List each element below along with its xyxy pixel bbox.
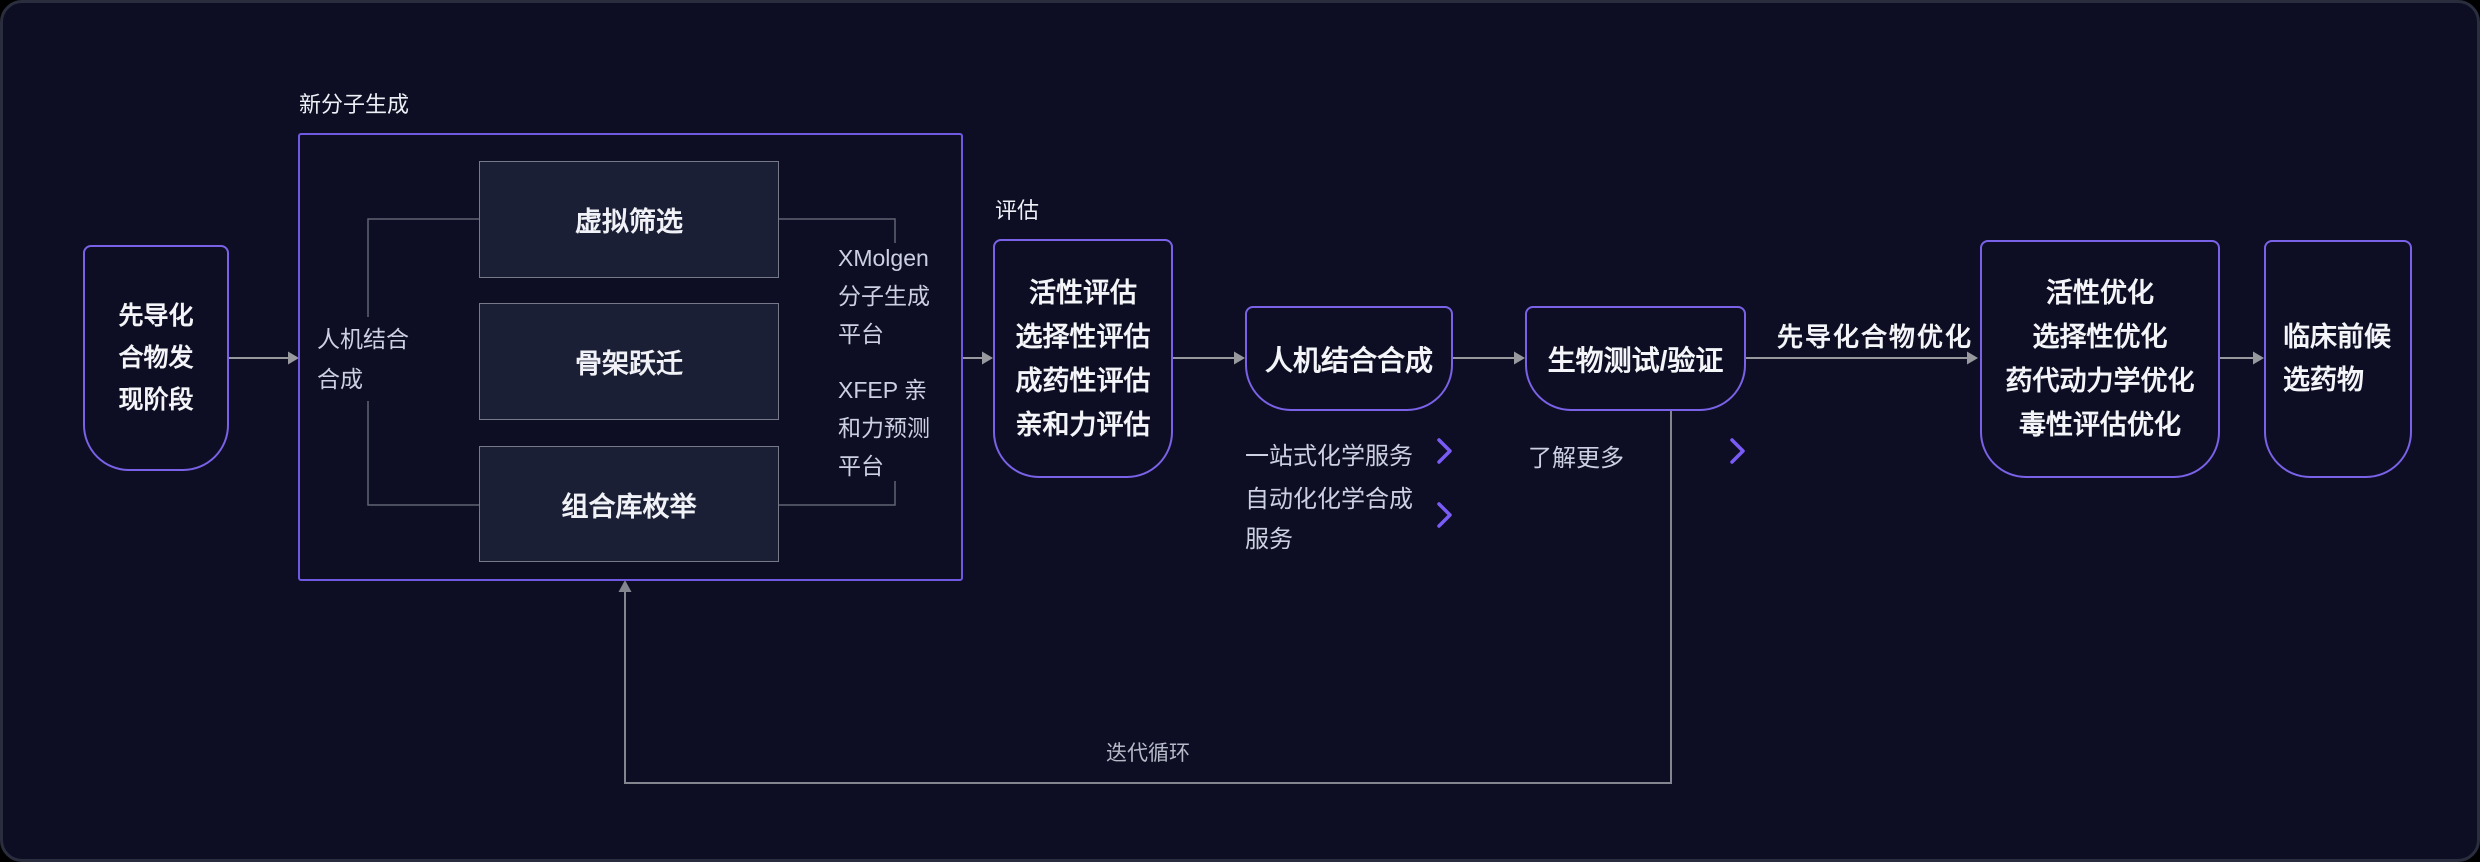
link-learn-more[interactable]: 了解更多 [1528, 445, 1624, 472]
arrow-label-lead-optimization: 先导化合物优化 [1777, 322, 1974, 352]
node-label: 先导化 合物发 现阶段 [118, 302, 194, 414]
node-bio-testing: 生物测试/验证 [1525, 306, 1746, 411]
box-label: 骨架跃迁 [575, 349, 683, 379]
link-one-stop-chemistry[interactable]: 一站式化学服务 [1245, 443, 1413, 470]
platform-label-xfep: XFEP 亲 和力预测 平台 [838, 377, 930, 479]
box-virtual-screening: 虚拟筛选 [479, 161, 779, 278]
node-label: 临床前候 选药物 [2283, 322, 2391, 395]
link-automated-synthesis[interactable]: 自动化化学合成 服务 [1245, 486, 1413, 553]
loop-arrowhead-icon [618, 580, 632, 592]
node-evaluation: 活性评估 选择性评估 成药性评估 亲和力评估 [993, 239, 1173, 478]
leader-lines [779, 218, 896, 506]
iteration-loop-line [618, 411, 1672, 784]
chevron-right-icon[interactable] [1437, 502, 1452, 528]
box-scaffold-hopping: 骨架跃迁 [479, 303, 779, 420]
box-label: 虚拟筛选 [575, 207, 683, 237]
evaluation-title: 评估 [995, 198, 1040, 223]
edge-label-human-machine-synthesis: 人机结合 合成 [314, 317, 412, 401]
node-preclinical-candidate: 临床前候 选药物 [2264, 240, 2412, 478]
node-label: 活性评估 选择性评估 成药性评估 亲和力评估 [1015, 277, 1151, 440]
flow-arrows [229, 351, 2264, 365]
node-lead-discovery: 先导化 合物发 现阶段 [83, 245, 229, 471]
box-library-enumeration: 组合库枚举 [479, 446, 779, 562]
group-title: 新分子生成 [299, 92, 410, 117]
node-label: 生物测试/验证 [1547, 344, 1724, 376]
node-optimization: 活性优化 选择性优化 药代动力学优化 毒性评估优化 [1980, 240, 2220, 478]
box-label: 组合库枚举 [561, 491, 697, 522]
group-new-molecule-generation [298, 133, 963, 581]
chevron-right-icon[interactable] [1437, 438, 1452, 464]
node-label: 活性优化 选择性优化 药代动力学优化 毒性评估优化 [2005, 278, 2195, 440]
platform-label-xmolgen: XMolgen 分子生成 平台 [838, 245, 930, 347]
connector-overlay [229, 218, 2264, 784]
node-synthesis: 人机结合合成 [1245, 306, 1453, 411]
node-label: 人机结合合成 [1264, 344, 1433, 376]
loop-label: 迭代循环 [1106, 742, 1190, 765]
chevron-right-icon[interactable] [1730, 438, 1745, 464]
